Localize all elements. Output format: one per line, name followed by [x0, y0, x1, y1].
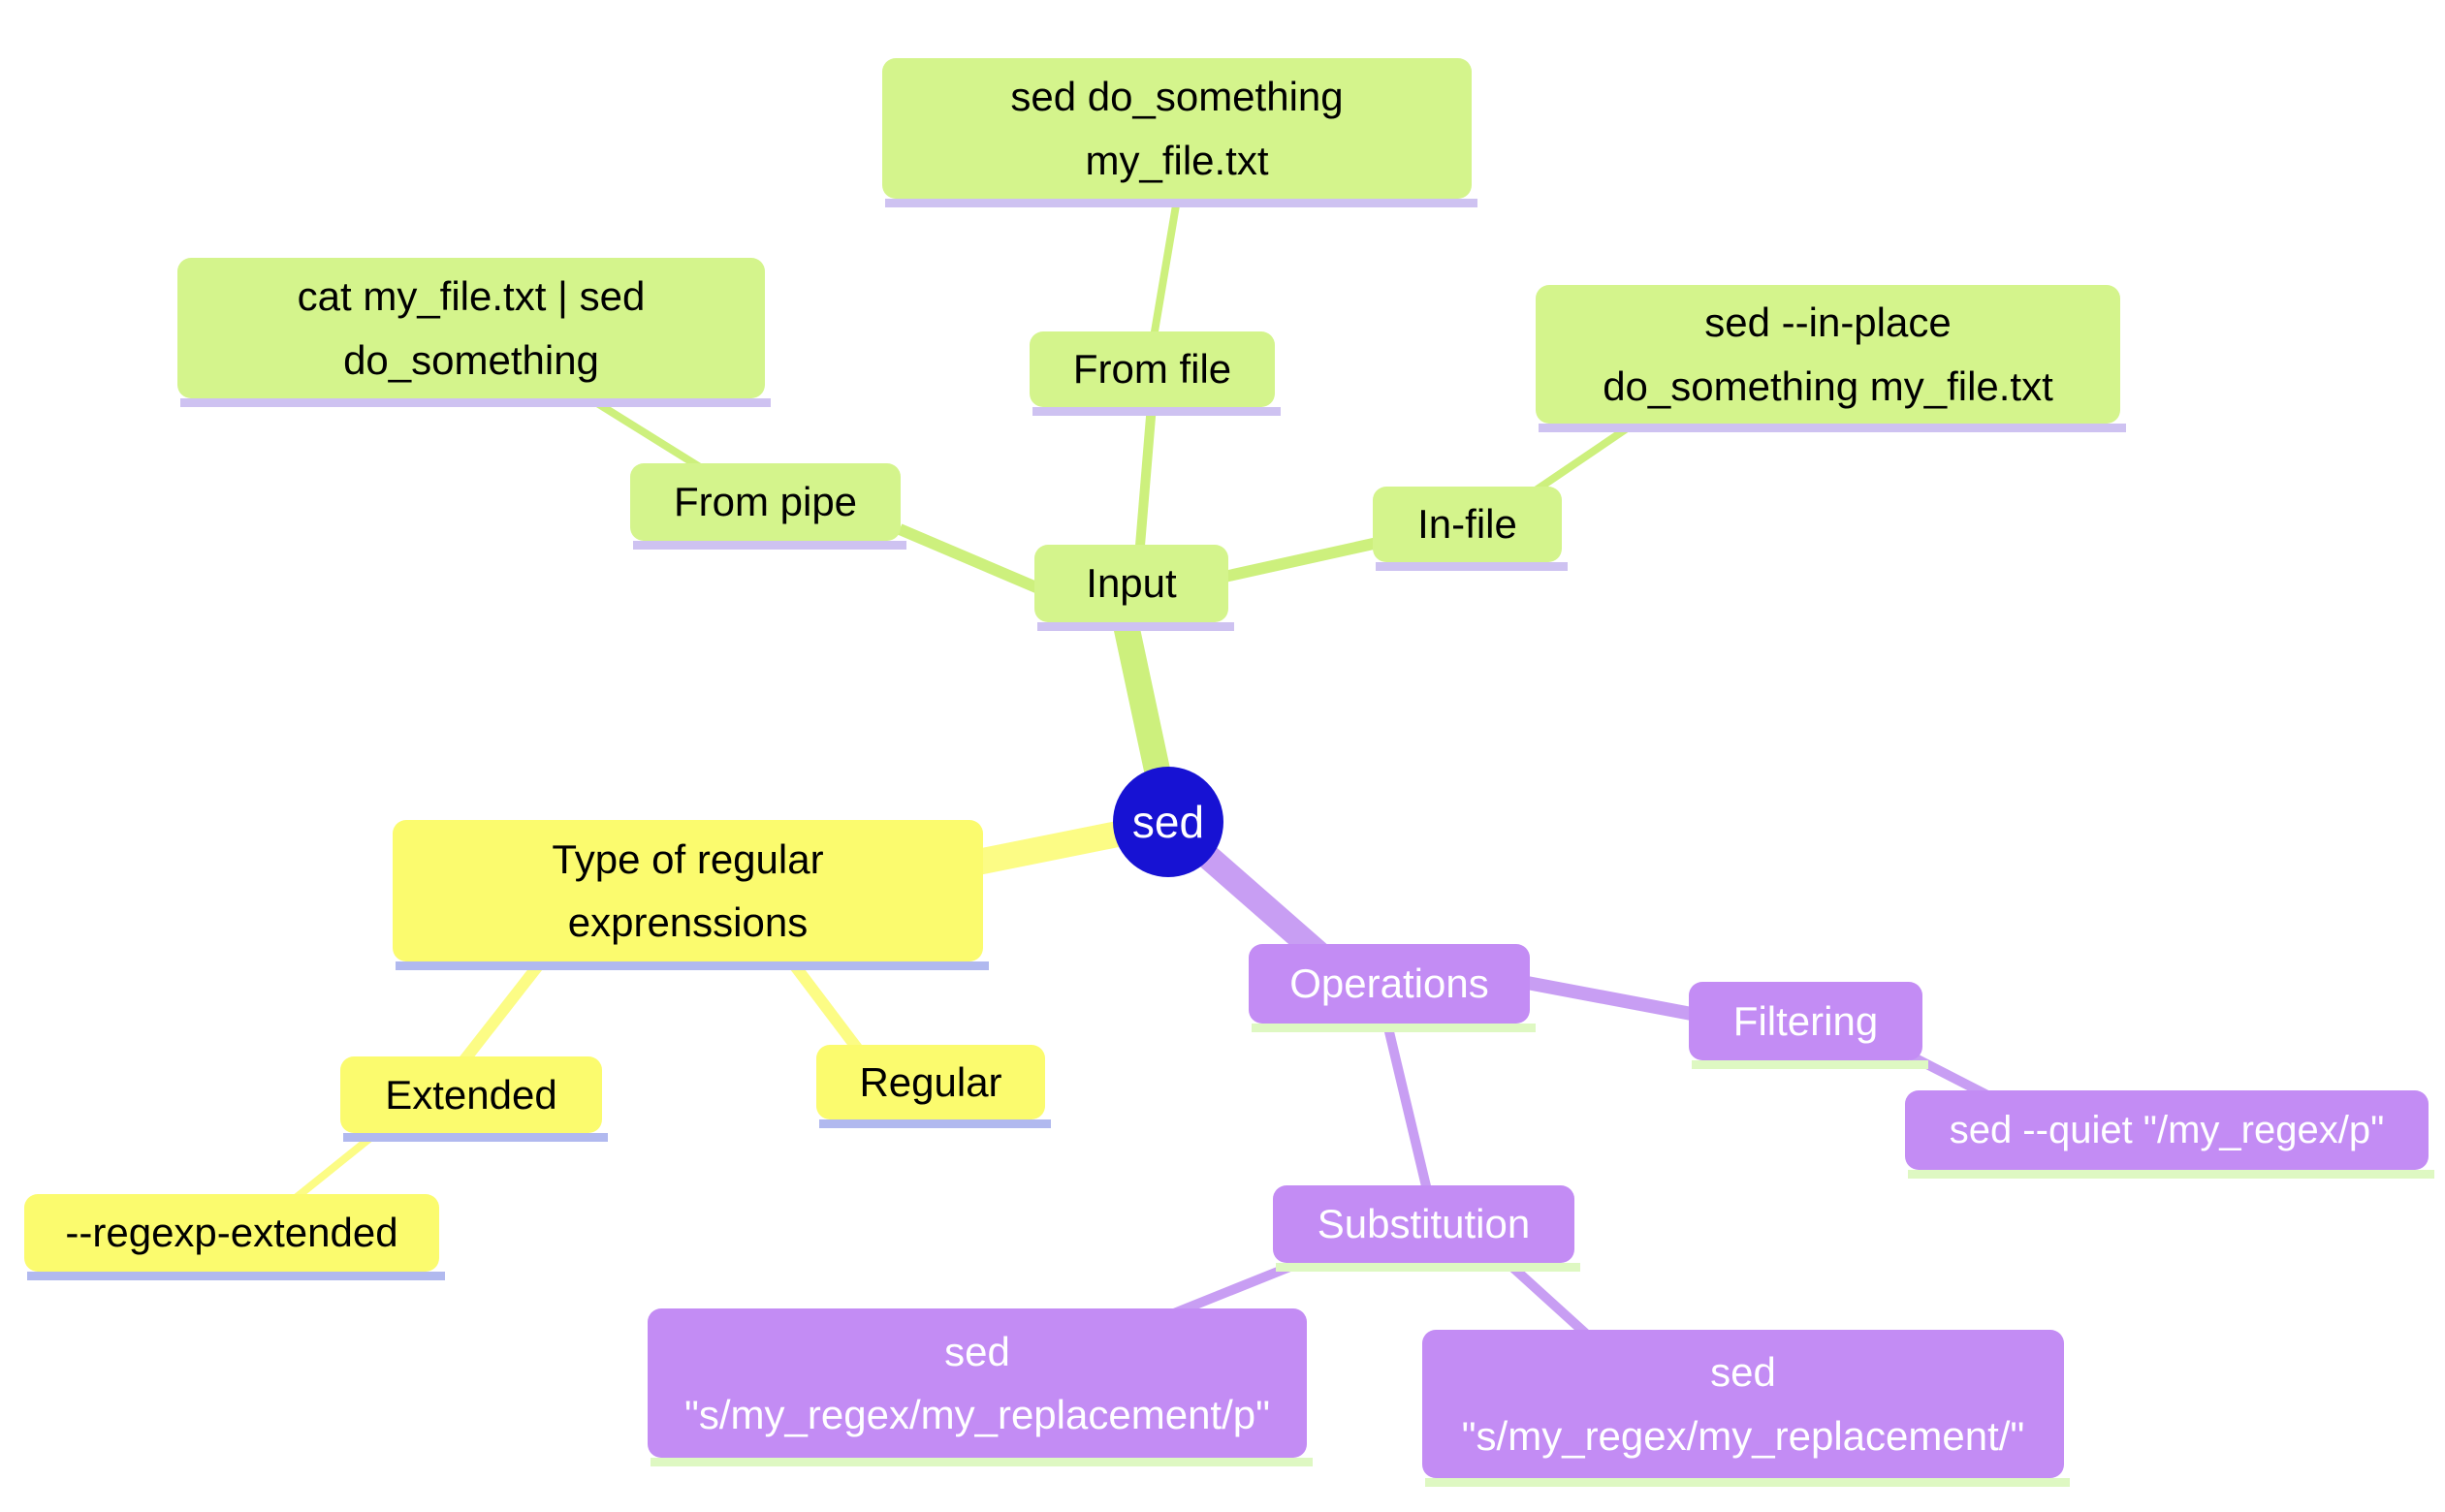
- node-type-of-regular-expressions[interactable]: Type of regular exprenssions: [393, 820, 989, 970]
- edge-type-regular: [785, 956, 864, 1055]
- edge-operations-filtering: [1520, 975, 1699, 1022]
- edge-operations-substitution: [1381, 1018, 1432, 1192]
- edge-type-extended: [459, 956, 548, 1065]
- edge-from-file-sed-do-something: [1150, 193, 1182, 338]
- edge-input-in-file: [1222, 535, 1388, 583]
- node-filtering[interactable]: Filtering: [1689, 982, 1928, 1069]
- node-in-file[interactable]: In-file: [1373, 487, 1568, 571]
- node-substitution[interactable]: Substitution: [1273, 1185, 1580, 1272]
- node-center-sed[interactable]: sed: [1113, 767, 1223, 877]
- node-extended[interactable]: Extended: [340, 1056, 608, 1142]
- node-sed-substitute[interactable]: sed "s/my_regex/my_replacement/": [1422, 1330, 2070, 1487]
- edge-input-from-file: [1134, 404, 1157, 558]
- node-sed-substitute-print[interactable]: sed "s/my_regex/my_replacement/p": [648, 1308, 1313, 1466]
- node-input[interactable]: Input: [1034, 545, 1234, 631]
- node-from-pipe[interactable]: From pipe: [630, 463, 906, 550]
- edge-substitution-subst: [1501, 1256, 1592, 1339]
- edge-in-file-sed-in-place: [1524, 417, 1641, 500]
- node-sed-in-place[interactable]: sed --in-place do_something my_file.txt: [1536, 285, 2126, 432]
- node-operations[interactable]: Operations: [1249, 944, 1536, 1032]
- node-sed-quiet-regex-p[interactable]: sed --quiet "/my_regex/p": [1905, 1090, 2434, 1179]
- edge-input-from-pipe: [897, 523, 1060, 602]
- node-regular[interactable]: Regular: [816, 1045, 1051, 1128]
- node-regexp-extended-flag[interactable]: --regexp-extended: [24, 1194, 445, 1280]
- edge-extended-regexp-extended: [288, 1126, 383, 1206]
- node-from-file[interactable]: From file: [1030, 331, 1281, 416]
- node-cat-my-file-pipe-sed[interactable]: cat my_file.txt | sed do_something: [177, 258, 771, 407]
- node-sed-do-something-my-file[interactable]: sed do_something my_file.txt: [882, 58, 1477, 207]
